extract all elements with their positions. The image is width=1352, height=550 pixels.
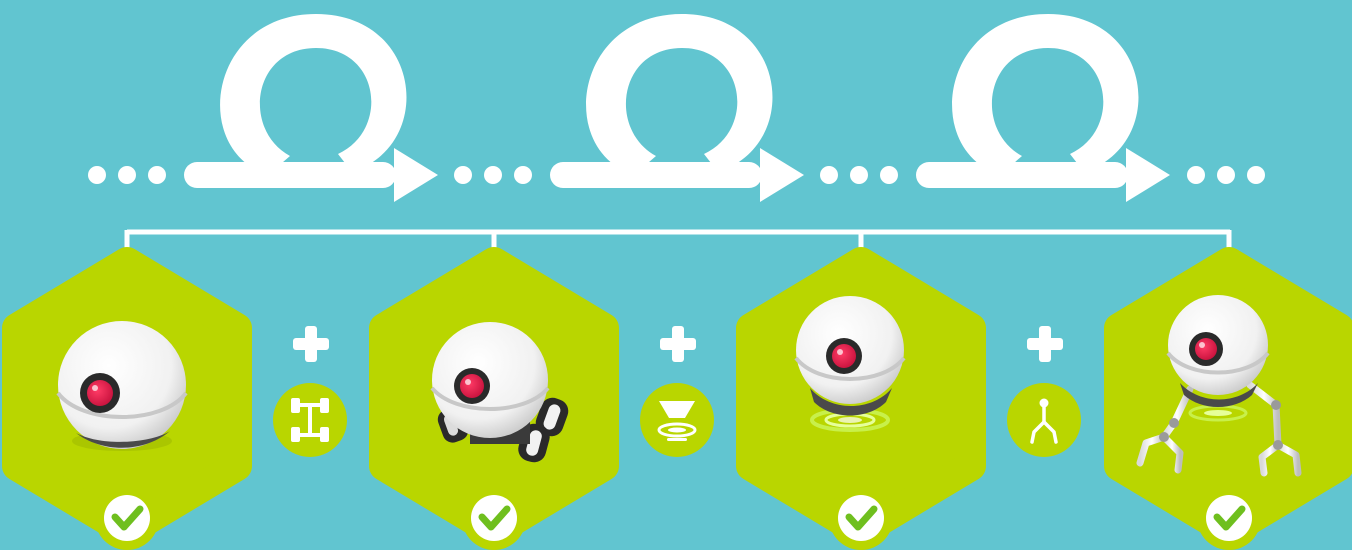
- plus-icon: [660, 326, 696, 362]
- check-badge: [829, 486, 893, 550]
- chassis-wheels-icon: [273, 383, 347, 457]
- ellipsis-dots-icon: [1187, 166, 1265, 184]
- loop-arrow-icon: [916, 14, 1170, 202]
- robot-eye: [826, 338, 862, 374]
- loop-arrow-icon: [184, 14, 438, 202]
- check-badges: [95, 486, 1261, 550]
- iteration-flow: [88, 14, 1265, 268]
- ellipsis-dots-icon: [88, 166, 166, 184]
- loop-arrow-icon: [550, 14, 804, 202]
- robot-eye: [80, 373, 120, 413]
- ellipsis-dots-icon: [820, 166, 898, 184]
- robot-eye: [454, 368, 490, 404]
- check-badge: [1197, 486, 1261, 550]
- check-badge: [95, 486, 159, 550]
- plus-icon: [1027, 326, 1063, 362]
- stage-connector: [127, 230, 1230, 268]
- robot-eye: [1189, 332, 1223, 366]
- robot-arm-icon: [1007, 383, 1081, 457]
- plus-icon: [293, 326, 329, 362]
- ellipsis-dots-icon: [454, 166, 532, 184]
- hover-base-icon: [640, 383, 714, 457]
- check-badge: [462, 486, 526, 550]
